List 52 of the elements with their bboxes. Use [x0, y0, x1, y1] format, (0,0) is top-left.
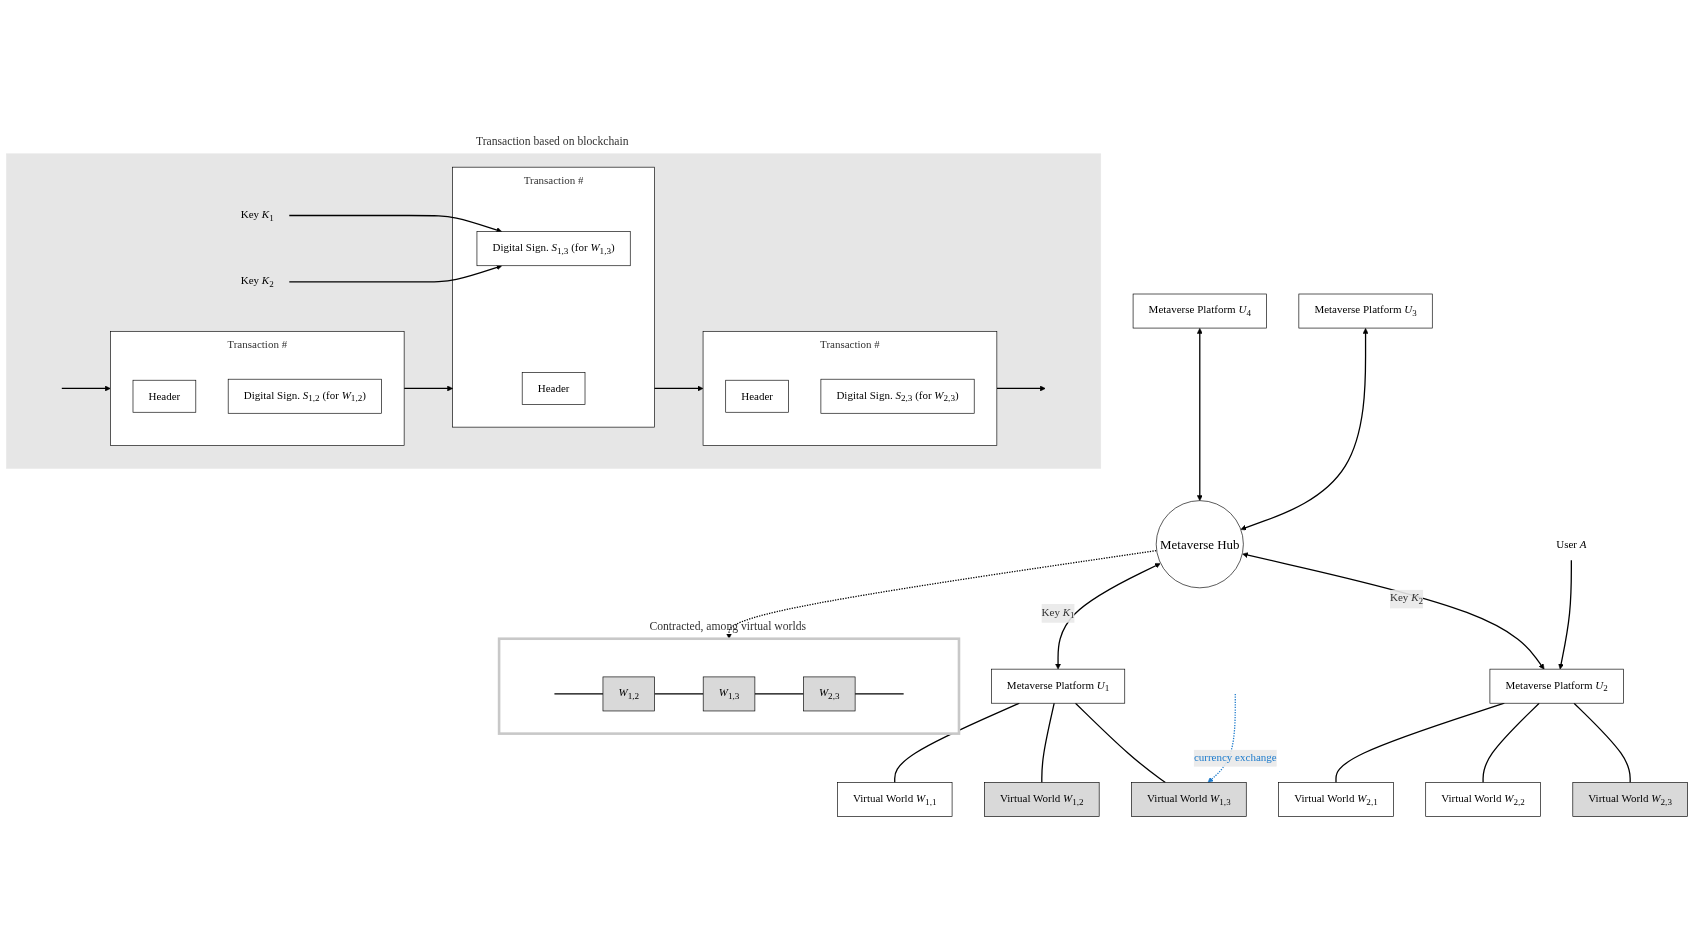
node-text: User A [1556, 537, 1587, 551]
node-box: W$_{1,3}$ [702, 676, 756, 712]
node-box: Digital Sign. S$_{1,2}$ (for W$_{1,2}$) [227, 378, 382, 414]
connector [1573, 702, 1631, 784]
cluster [6, 153, 1102, 469]
node-box: Header [521, 372, 586, 405]
node-box: Virtual World W$_{1,2}$ [984, 782, 1100, 817]
arrow [1196, 328, 1203, 501]
arrow [288, 214, 503, 233]
node-box: Virtual World W$_{1,3}$ [1131, 782, 1247, 817]
arrow [1207, 693, 1236, 783]
cluster [497, 637, 961, 735]
node-box: Virtual World W$_{2,1}$ [1278, 782, 1394, 817]
node-box: W$_{1,2}$ [602, 676, 655, 712]
arrow [288, 264, 503, 283]
connector [894, 702, 1020, 784]
arrow [726, 550, 1157, 639]
arrow [1055, 563, 1161, 670]
edge-label: currency exchange [1193, 751, 1277, 765]
arrow [1242, 552, 1545, 670]
connector [1074, 702, 1166, 784]
node-box: Digital Sign. S$_{2,3}$ (for W$_{2,3}$) [820, 378, 975, 414]
node-text: Key K$_{1}$ [240, 208, 274, 223]
node-box: Virtual World W$_{2,3}$ [1572, 782, 1688, 817]
connector [1482, 702, 1540, 784]
node-box: Metaverse Platform U$_{1}$ [991, 668, 1126, 704]
node-text: Key K$_{2}$ [240, 274, 274, 290]
node-box: Header [132, 379, 197, 413]
arrow [996, 385, 1046, 392]
arrow [653, 385, 704, 392]
node-circle: Metaverse Hub [1155, 500, 1244, 589]
node-box: W$_{2,3}$ [803, 676, 856, 712]
node-box: Virtual World W$_{1,1}$ [837, 782, 953, 817]
node-box: Header [725, 379, 789, 413]
node-box: Digital Sign. S$_{1,3}$ (for W$_{1,3}$) [476, 231, 631, 267]
node-box: Metaverse Platform U$_{2}$ [1489, 668, 1624, 704]
edge-label: Key K$_{1}$ [1041, 605, 1075, 621]
node-label: Contracted, among virtual worlds [649, 619, 807, 633]
connector [754, 693, 805, 695]
node-box: Metaverse Platform U$_{3}$ [1298, 293, 1433, 329]
connector [654, 693, 704, 695]
connector [1041, 702, 1055, 784]
connector [553, 693, 604, 695]
node-box: Metaverse Platform U$_{4}$ [1132, 293, 1267, 329]
arrow [1558, 559, 1572, 670]
connector [854, 693, 905, 695]
arrow [61, 385, 111, 392]
edge-label: Key K$_{2}$ [1390, 591, 1424, 607]
arrow [403, 385, 453, 392]
node-box: Virtual World W$_{2,2}$ [1425, 782, 1541, 817]
node-label: Transaction based on blockchain [475, 134, 629, 148]
arrow [1240, 328, 1369, 531]
